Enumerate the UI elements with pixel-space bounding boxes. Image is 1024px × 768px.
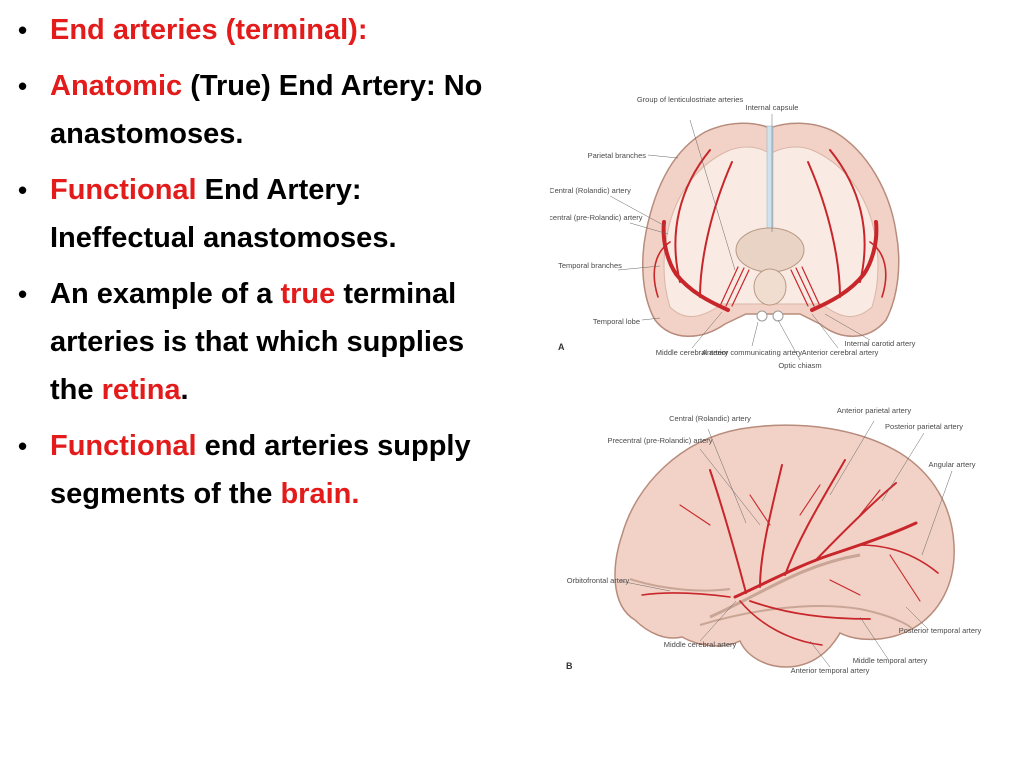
label-b-middle-temporal: Middle temporal artery [853,656,928,665]
label-middle-cerebral: Middle cerebral artery [656,348,729,357]
label-precentral-artery: Precentral (pre-Rolandic) artery [550,213,643,222]
highlighted-term: End arteries (terminal): [50,14,368,46]
bullet-functional-segments: • Functional end arteries supply segments… [14,422,484,518]
coronal-brain-diagram: Group of lenticulostriate arteries Inter… [550,95,916,370]
svg-text:Temporal lobe: Temporal lobe [593,317,640,326]
svg-text:Precentral (pre-Rolandic) arte: Precentral (pre-Rolandic) artery [550,213,643,222]
lateral-brain-diagram: Central (Rolandic) artery Precentral (pr… [566,406,982,675]
svg-text:Posterior parietal artery: Posterior parietal artery [885,422,963,431]
svg-text:Optic chiasm: Optic chiasm [778,361,821,370]
label-lenticulostriate: Group of lenticulostriate arteries [637,95,744,104]
bullet-list: • End arteries (terminal): • Anatomic (True… [14,6,484,526]
highlighted-term: brain. [280,478,360,510]
label-internal-capsule: Internal capsule [746,103,799,112]
label-b-central-artery: Central (Rolandic) artery [669,414,751,423]
lateral-sulcus [709,553,861,619]
svg-text:Middle temporal artery: Middle temporal artery [853,656,928,665]
basal-nuclei [735,227,805,273]
bullet-marker: • [18,279,28,309]
label-temporal-lobe: Temporal lobe [593,317,640,326]
bullet-marker: • [18,431,28,461]
bullet-text: End Artery: Ineffectual anastomoses. [50,174,397,254]
highlighted-term: Functional [50,174,197,206]
bullet-marker: • [18,71,28,101]
svg-text:Precentral (pre-Rolandic) arte: Precentral (pre-Rolandic) artery [607,436,712,445]
thalamus [753,268,787,306]
label-central-artery: Central (Rolandic) artery [550,186,631,195]
label-b-anterior-parietal: Anterior parietal artery [837,406,911,415]
highlighted-term: Anatomic [50,70,183,102]
label-b-anterior-temporal: Anterior temporal artery [791,666,870,675]
highlighted-term: retina [101,374,181,406]
bullet-text: (True) End Artery: No anastomoses. [50,70,483,150]
carotid-section [772,310,784,322]
label-b-posterior-temporal: Posterior temporal artery [899,626,982,635]
svg-text:Posterior temporal artery: Posterior temporal artery [899,626,982,635]
bullet-marker: • [18,15,28,45]
svg-text:Internal capsule: Internal capsule [746,103,799,112]
temporal-lobe-edge [699,605,913,630]
bullet-text: end arteries supply segments of the [50,430,471,510]
highlighted-term: true [280,278,336,310]
bullet-text: An example of a [50,278,281,310]
label-anterior-communicating: Anterior communicating artery [702,348,802,357]
bullet-text: . [180,374,189,406]
bullet-text: terminal arteries is that which supplies… [50,278,465,406]
label-b-angular-artery: Angular artery [928,460,975,469]
label-parietal-branches: Parietal branches [588,151,647,160]
panel-label-a: A [558,342,565,352]
bullet-marker: • [18,175,28,205]
svg-text:Middle cerebral artery: Middle cerebral artery [656,348,729,357]
svg-text:Anterior parietal artery: Anterior parietal artery [837,406,911,415]
optic-chiasm [756,310,768,322]
svg-text:Central (Rolandic) artery: Central (Rolandic) artery [550,186,631,195]
orbitofrontal-area [629,578,731,592]
bullet-anatomic: • Anatomic (True) End Artery: No anastomo… [14,62,484,158]
lateral-leader-lines [619,420,953,668]
label-temporal-branches: Temporal branches [558,261,622,270]
svg-text:Anterior communicating artery: Anterior communicating artery [702,348,802,357]
lateral-arteries [641,459,939,646]
lateral-brain-outline [614,424,955,668]
svg-text:Middle cerebral artery: Middle cerebral artery [664,640,737,649]
label-internal-carotid: Internal carotid artery [845,339,916,348]
panel-label-b: B [566,661,573,671]
svg-text:Group of lenticulostriate arte: Group of lenticulostriate arteries [637,95,744,104]
svg-text:Anterior temporal artery: Anterior temporal artery [791,666,870,675]
label-b-precentral-artery: Precentral (pre-Rolandic) artery [607,436,712,445]
highlighted-term: Functional [50,430,197,462]
label-b-middle-cerebral: Middle cerebral artery [664,640,737,649]
svg-text:Anterior cerebral artery: Anterior cerebral artery [802,348,879,357]
coronal-arteries [653,149,887,312]
svg-text:Angular artery: Angular artery [928,460,975,469]
label-b-orbitofrontal: Orbitofrontal artery [567,576,630,585]
bullet-end-arteries: • End arteries (terminal): [14,6,484,54]
bullet-example-true: • An example of a true terminal arteries … [14,270,484,414]
svg-text:Internal carotid artery: Internal carotid artery [845,339,916,348]
svg-text:Orbitofrontal artery: Orbitofrontal artery [567,576,630,585]
label-b-posterior-parietal: Posterior parietal artery [885,422,963,431]
svg-text:Central (Rolandic) artery: Central (Rolandic) artery [669,414,751,423]
bullet-functional-end-artery: • Functional End Artery: Ineffectual anas… [14,166,484,262]
svg-text:Temporal branches: Temporal branches [558,261,622,270]
svg-text:Parietal branches: Parietal branches [588,151,647,160]
coronal-leader-lines [609,114,871,361]
label-anterior-cerebral: Anterior cerebral artery [802,348,879,357]
label-optic-chiasm: Optic chiasm [778,361,821,370]
